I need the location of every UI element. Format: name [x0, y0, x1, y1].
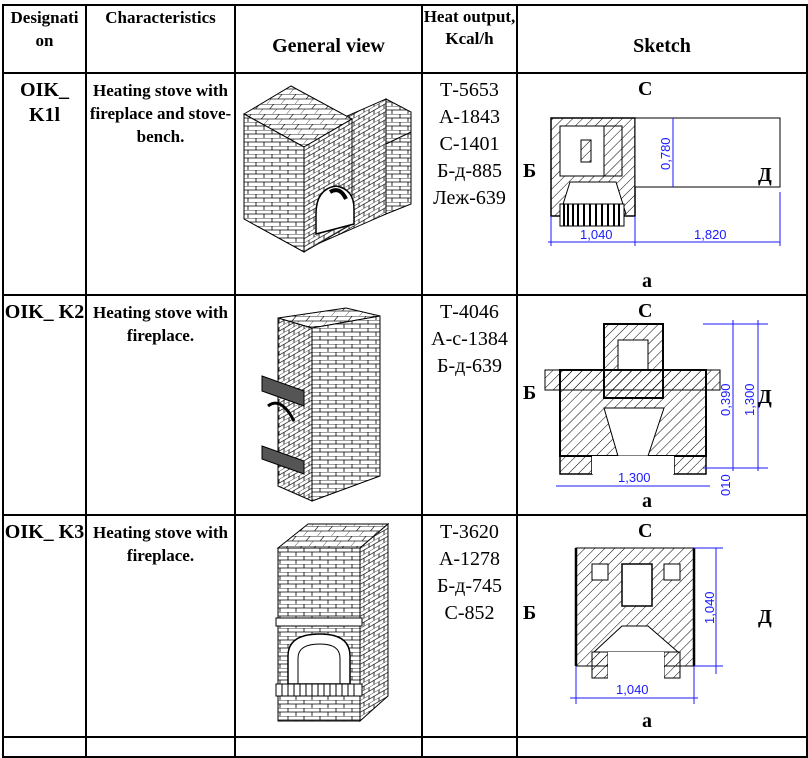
heat-output-cell: Т-5653 А-1843 С-1401 Б-д-885 Леж-639 — [421, 72, 518, 296]
stove-front-fireplace-isometric-icon — [275, 522, 390, 723]
header-designation: Designati on — [2, 4, 87, 74]
sketch-cell: С Б Д а 1,300 0,390 1,300 — [516, 294, 808, 516]
table-row: OIK_ K1l Heating stove with fireplace an… — [2, 72, 808, 296]
table-row: OIK_ K3 Heating stove with fireplace. Т-… — [2, 514, 808, 738]
designation-cell: OIK_ K1l — [2, 72, 87, 296]
general-view-cell — [234, 294, 423, 516]
heat-output-value: Т-4046 — [440, 301, 499, 323]
heat-output-value: А-1278 — [438, 548, 501, 570]
sketch-label-left: Б — [523, 382, 537, 404]
heat-output-value: А-с-1384 — [431, 328, 508, 350]
sketch-label-right: Д — [758, 164, 772, 186]
stove-table: Designati on Characteristics General vie… — [2, 4, 808, 758]
heat-output-value: Т-5653 — [440, 79, 499, 101]
dimension-label: 010 — [718, 474, 733, 496]
sketch-label-left: Б — [523, 602, 537, 624]
heat-output-value: Б-д-745 — [437, 575, 502, 597]
heat-output-cell: Т-4046 А-с-1384 Б-д-639 — [421, 294, 518, 516]
heat-output-value: Леж-639 — [433, 187, 506, 209]
heat-output-value: Т-3620 — [440, 521, 499, 543]
sketch-label-left: Б — [523, 160, 537, 182]
dimension-label: 1,300 — [618, 470, 651, 485]
floor-plan-sketch-icon: 1,300 0,390 1,300 010 — [544, 320, 768, 496]
sketch-label-top: С — [638, 78, 653, 100]
sketch-cell: С Б Д а 1,040 1 — [516, 514, 808, 738]
heat-output-value: А-1843 — [438, 106, 501, 128]
floor-plan-sketch-icon: 1,040 1,040 — [570, 547, 723, 704]
sketch-cell: С Б Д а 0,780 1,040 1,820 — [516, 72, 808, 296]
designation-cell: OIK_ K3 — [2, 514, 87, 738]
characteristics-cell: Heating stove with fireplace. — [85, 514, 236, 738]
heat-output-value: Б-д-639 — [437, 355, 502, 377]
table-row: OIK_ K2 Heating stove with fireplace. Т-… — [2, 294, 808, 516]
header-sketch: Sketch — [516, 4, 808, 74]
designation-cell: OIK_ K2 — [2, 294, 87, 516]
dimension-label: 1,300 — [742, 383, 757, 416]
dimension-label: 0,390 — [718, 383, 733, 416]
heat-output-value: С-1401 — [439, 133, 500, 155]
header-row: Designati on Characteristics General vie… — [2, 4, 808, 74]
sketch-label-right: Д — [758, 386, 772, 408]
heat-output-cell: Т-3620 А-1278 Б-д-745 С-852 — [421, 514, 518, 738]
sketch-label-bottom: а — [642, 490, 652, 512]
header-general-view: General view — [234, 4, 423, 74]
heat-output-value: С-852 — [444, 602, 495, 624]
general-view-cell — [234, 72, 423, 296]
sketch-label-bottom: а — [642, 270, 652, 292]
stove-two-fireplaces-isometric-icon — [261, 307, 381, 502]
characteristics-cell: Heating stove with fireplace. — [85, 294, 236, 516]
header-characteristics: Characteristics — [85, 4, 236, 74]
sketch-label-bottom: а — [642, 710, 652, 732]
dimension-label: 0,780 — [658, 137, 673, 170]
floor-plan-sketch-icon: 0,780 1,040 1,820 — [548, 117, 781, 246]
dimension-label: 1,820 — [694, 227, 727, 242]
heat-output-value: Б-д-885 — [437, 160, 502, 182]
sketch-label-right: Д — [758, 606, 772, 628]
table-row-partial — [2, 736, 808, 758]
general-view-cell — [234, 514, 423, 738]
header-heat-output: Heat output, Kcal/h — [421, 4, 518, 74]
dimension-label: 1,040 — [702, 591, 717, 624]
characteristics-cell: Heating stove with fireplace and stove-b… — [85, 72, 236, 296]
sketch-label-top: С — [638, 300, 653, 322]
sketch-label-top: С — [638, 520, 653, 542]
stove-with-bench-isometric-icon — [242, 85, 412, 253]
dimension-label: 1,040 — [580, 227, 613, 242]
dimension-label: 1,040 — [616, 682, 649, 697]
